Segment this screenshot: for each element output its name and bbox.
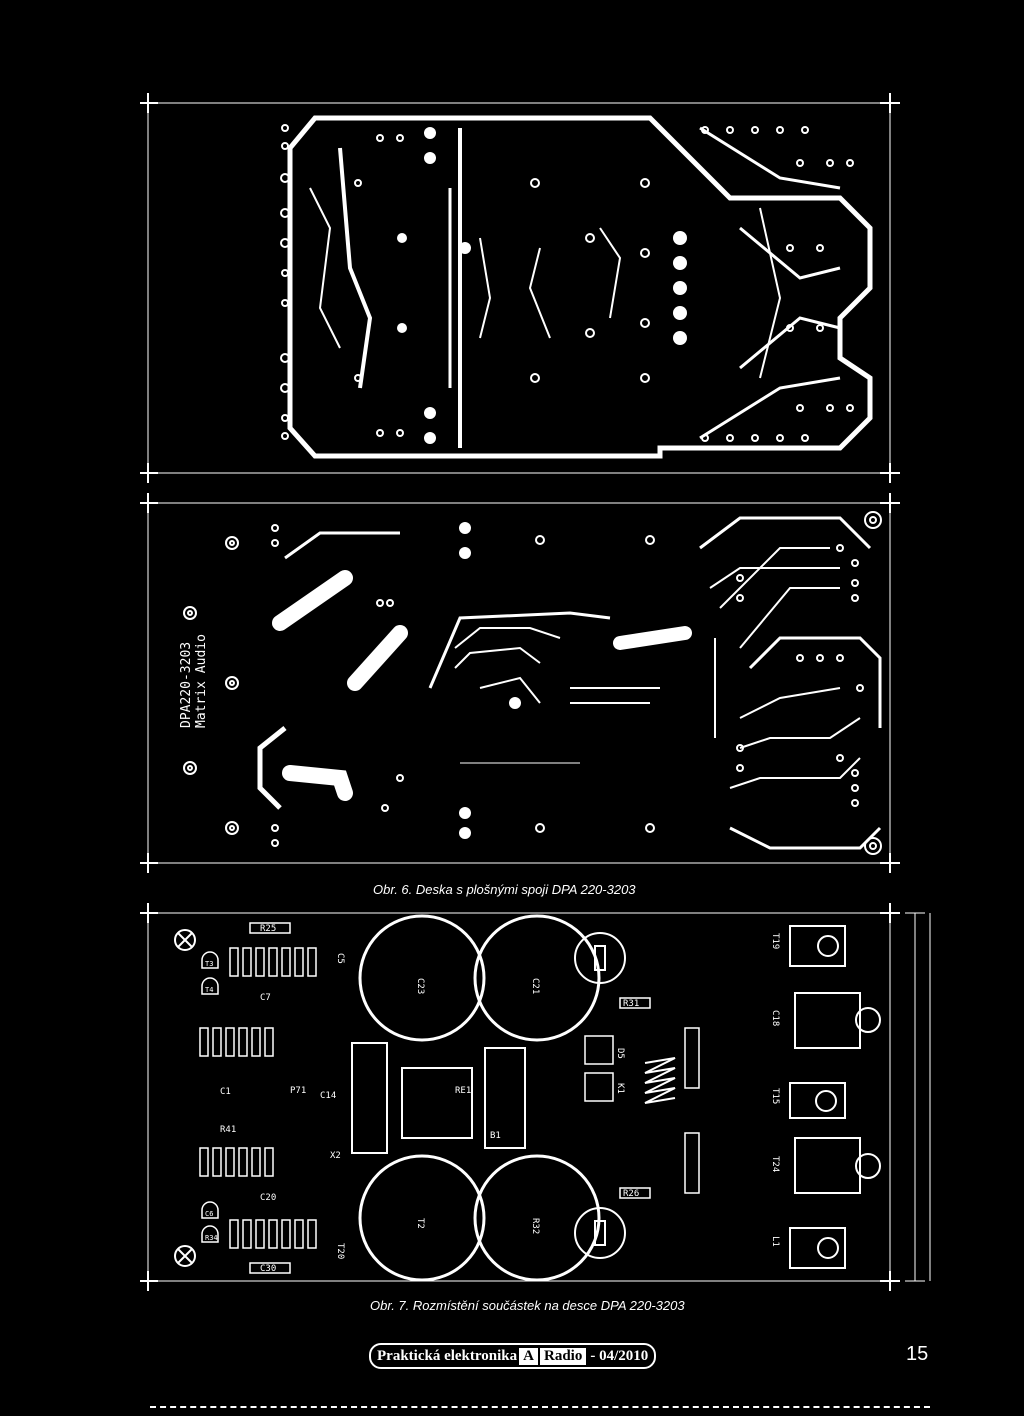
label-r31: R31: [623, 999, 639, 1009]
label-t19: T19: [770, 933, 780, 949]
label-t5: R34: [205, 1234, 218, 1242]
label-c6: T20: [335, 1243, 345, 1259]
component-layout-figure: C23 C21 T2 R32 RE1 B1 X2: [140, 898, 940, 1298]
label-c8: C20: [260, 1193, 276, 1203]
label-x3a: K1: [615, 1083, 625, 1094]
magazine-issue: - 04/2010: [590, 1347, 649, 1364]
pcb-bottom-layer-figure: DPA220-3203 Matrix Audio: [140, 488, 900, 878]
label-x2: X2: [330, 1151, 341, 1161]
figure-7-caption: Obr. 7. Rozmístění součástek na desce DP…: [370, 1298, 685, 1313]
label-c1: C1: [220, 1087, 231, 1097]
magazine-name: Praktická elektronika: [377, 1347, 518, 1364]
pcb-top-layer-drawing: [140, 93, 900, 483]
label-c21: C21: [530, 978, 540, 994]
label-p71: P71: [290, 1086, 306, 1096]
label-t3: T3: [205, 960, 213, 968]
label-t23: C18: [770, 1010, 780, 1026]
label-r25: R25: [260, 924, 276, 934]
label-c7: C7: [260, 993, 271, 1003]
label-c23: C23: [415, 978, 425, 994]
label-b1: B1: [490, 1131, 501, 1141]
label-c5: C5: [335, 953, 345, 964]
label-r32: R26: [623, 1189, 639, 1199]
page-number: 15: [906, 1343, 929, 1365]
label-t24: T24: [770, 1156, 780, 1172]
label-t20: L1: [770, 1236, 780, 1247]
label-c20: R32: [530, 1218, 540, 1234]
magazine-banner: Praktická elektronika A Radio - 04/2010: [369, 1343, 657, 1369]
pcb-bottom-layer-drawing: DPA220-3203 Matrix Audio: [140, 493, 900, 873]
label-c14: C14: [320, 1091, 336, 1101]
board-label-line2: Matrix Audio: [194, 634, 209, 728]
bottom-divider: [150, 1406, 930, 1410]
label-re1: RE1: [455, 1086, 471, 1096]
label-r26: C30: [260, 1264, 276, 1274]
label-t15: T15: [770, 1088, 780, 1104]
component-layout-drawing: C23 C21 T2 R32 RE1 B1 X2: [140, 903, 931, 1291]
pcb-top-layer-figure: [140, 88, 900, 488]
label-t2: C6: [205, 1210, 213, 1218]
label-x3b: D5: [615, 1048, 625, 1059]
magazine-name-a: A: [519, 1347, 538, 1365]
figure-6-caption: Obr. 6. Deska s plošnými spoji DPA 220-3…: [373, 882, 636, 897]
magazine-name-radio: Radio: [539, 1347, 587, 1365]
label-t4: T4: [205, 986, 213, 994]
board-label-line1: DPA220-3203: [179, 642, 194, 728]
label-c2: R41: [220, 1125, 236, 1135]
label-c22: T2: [415, 1218, 425, 1229]
